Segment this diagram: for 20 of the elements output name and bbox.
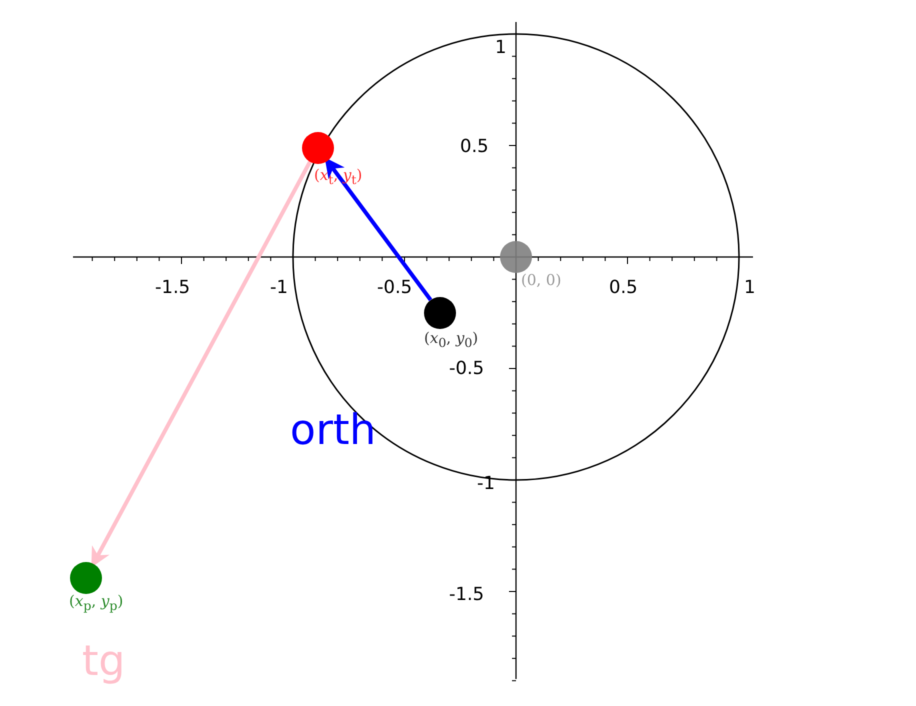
tick-label: -0.5	[377, 279, 412, 297]
annotation-text: orth	[290, 409, 376, 451]
point-marker	[70, 562, 102, 594]
tick-label: 0.5	[609, 279, 638, 297]
tick-label: -1	[270, 279, 288, 297]
point-marker	[424, 296, 456, 329]
point-marker	[500, 241, 532, 273]
tick-label: -0.5	[449, 360, 484, 378]
tick-label: 1	[495, 39, 506, 57]
point-label: (x$_{0}$, y$_{0}$)	[424, 331, 478, 350]
tick-label: 0.5	[460, 138, 489, 156]
point-label: (x$_{p}$, y$_{p}$)	[69, 594, 124, 612]
tick-label: -1.5	[155, 279, 190, 297]
point-label: (x$_{t}$, y$_{t}$)	[314, 168, 362, 186]
annotation-text: tg	[82, 640, 126, 682]
point-marker	[302, 132, 334, 164]
tick-label: 1	[744, 279, 756, 297]
arrow	[324, 157, 432, 302]
tick-label: -1.5	[449, 586, 484, 604]
point-label: (0, 0)	[521, 273, 562, 288]
